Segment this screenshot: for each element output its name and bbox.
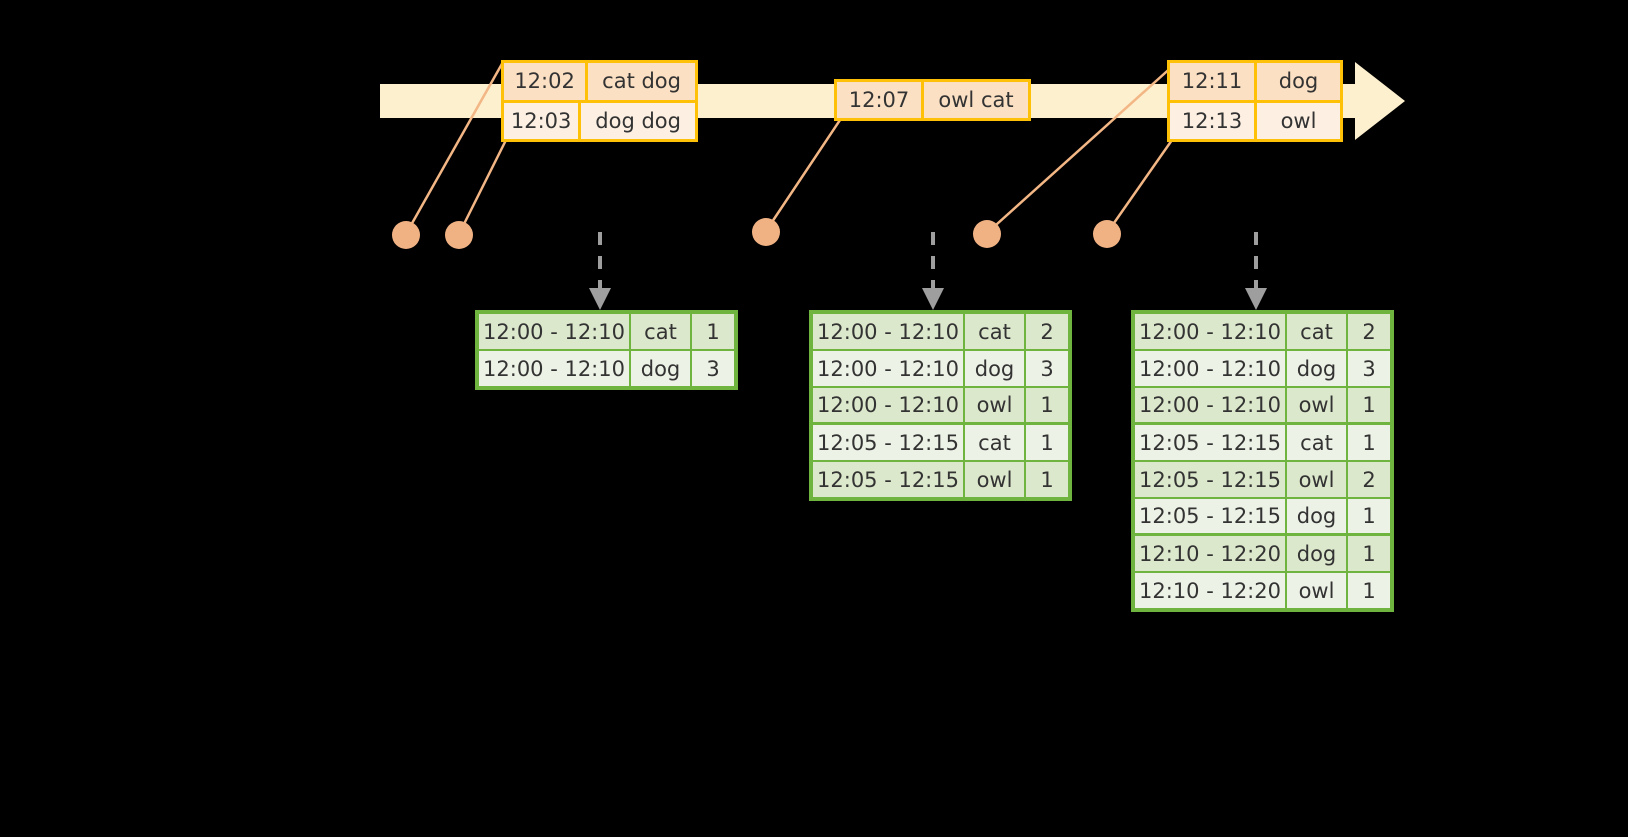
event-dot-3 (752, 218, 780, 246)
count-cell: 1 (691, 313, 735, 350)
count-cell: 2 (1347, 461, 1391, 498)
event-row[interactable]: 12:11 dog (1170, 63, 1340, 100)
window-cell: 12:00 - 12:10 (478, 350, 630, 387)
event-dot-4 (973, 220, 1001, 248)
window-cell: 12:10 - 12:20 (1134, 535, 1286, 572)
event-dot-2 (445, 221, 473, 249)
event-words: dog (1257, 63, 1340, 100)
event-time: 12:02 (504, 63, 589, 100)
window-cell: 12:05 - 12:15 (812, 461, 964, 498)
count-cell: 1 (1025, 387, 1069, 424)
count-cell: 1 (1347, 424, 1391, 461)
window-cell: 12:05 - 12:15 (1134, 498, 1286, 535)
emit-arrows (589, 232, 1267, 310)
event-row[interactable]: 12:03 dog dog (504, 99, 695, 139)
key-cell: owl (964, 461, 1025, 498)
emit-arrow-1 (589, 232, 611, 310)
window-cell: 12:00 - 12:10 (1134, 350, 1286, 387)
window-cell: 12:00 - 12:10 (812, 313, 964, 350)
emit-arrow-2 (922, 232, 944, 310)
event-group-2[interactable]: 12:07 owl cat (834, 79, 1031, 121)
event-time: 12:11 (1170, 63, 1257, 100)
key-cell: owl (1286, 572, 1347, 609)
window-cell: 12:00 - 12:10 (1134, 313, 1286, 350)
event-dot-5 (1093, 220, 1121, 248)
window-cell: 12:00 - 12:10 (812, 387, 964, 424)
window-cell: 12:05 - 12:15 (812, 424, 964, 461)
window-cell: 12:00 - 12:10 (812, 350, 964, 387)
window-cell: 12:05 - 12:15 (1134, 461, 1286, 498)
event-words: dog dog (581, 102, 695, 139)
event-group-3[interactable]: 12:11 dog 12:13 owl (1167, 60, 1343, 142)
key-cell: owl (964, 387, 1025, 424)
key-cell: dog (1286, 350, 1347, 387)
window-cell: 12:05 - 12:15 (1134, 424, 1286, 461)
key-cell: cat (1286, 424, 1347, 461)
window-cell: 12:00 - 12:10 (478, 313, 630, 350)
count-cell: 1 (1347, 572, 1391, 609)
count-cell: 1 (1347, 498, 1391, 535)
event-time: 12:13 (1170, 102, 1257, 139)
window-cell: 12:10 - 12:20 (1134, 572, 1286, 609)
key-cell: dog (1286, 535, 1347, 572)
event-row[interactable]: 12:07 owl cat (837, 82, 1028, 118)
count-cell: 2 (1025, 313, 1069, 350)
event-group-1[interactable]: 12:02 cat dog 12:03 dog dog (501, 60, 698, 142)
event-row[interactable]: 12:02 cat dog (504, 63, 695, 100)
event-time: 12:03 (504, 102, 582, 139)
key-cell: cat (1286, 313, 1347, 350)
count-cell: 1 (1347, 535, 1391, 572)
key-cell: owl (1286, 387, 1347, 424)
key-cell: cat (630, 313, 691, 350)
key-cell: dog (964, 350, 1025, 387)
count-cell: 3 (1347, 350, 1391, 387)
event-dots (392, 218, 1121, 249)
window-cell: 12:00 - 12:10 (1134, 387, 1286, 424)
emit-arrow-3 (1245, 232, 1267, 310)
count-cell: 3 (1025, 350, 1069, 387)
count-cell: 3 (691, 350, 735, 387)
event-row[interactable]: 12:13 owl (1170, 99, 1340, 139)
event-words: cat dog (588, 63, 695, 100)
event-dot-1 (392, 221, 420, 249)
count-cell: 2 (1347, 313, 1391, 350)
key-cell: cat (964, 313, 1025, 350)
event-words: owl (1257, 102, 1340, 139)
key-cell: owl (1286, 461, 1347, 498)
count-cell: 1 (1025, 424, 1069, 461)
count-cell: 1 (1025, 461, 1069, 498)
key-cell: dog (1286, 498, 1347, 535)
count-cell: 1 (1347, 387, 1391, 424)
event-time: 12:07 (837, 82, 924, 118)
event-words: owl cat (924, 82, 1028, 118)
key-cell: cat (964, 424, 1025, 461)
key-cell: dog (630, 350, 691, 387)
